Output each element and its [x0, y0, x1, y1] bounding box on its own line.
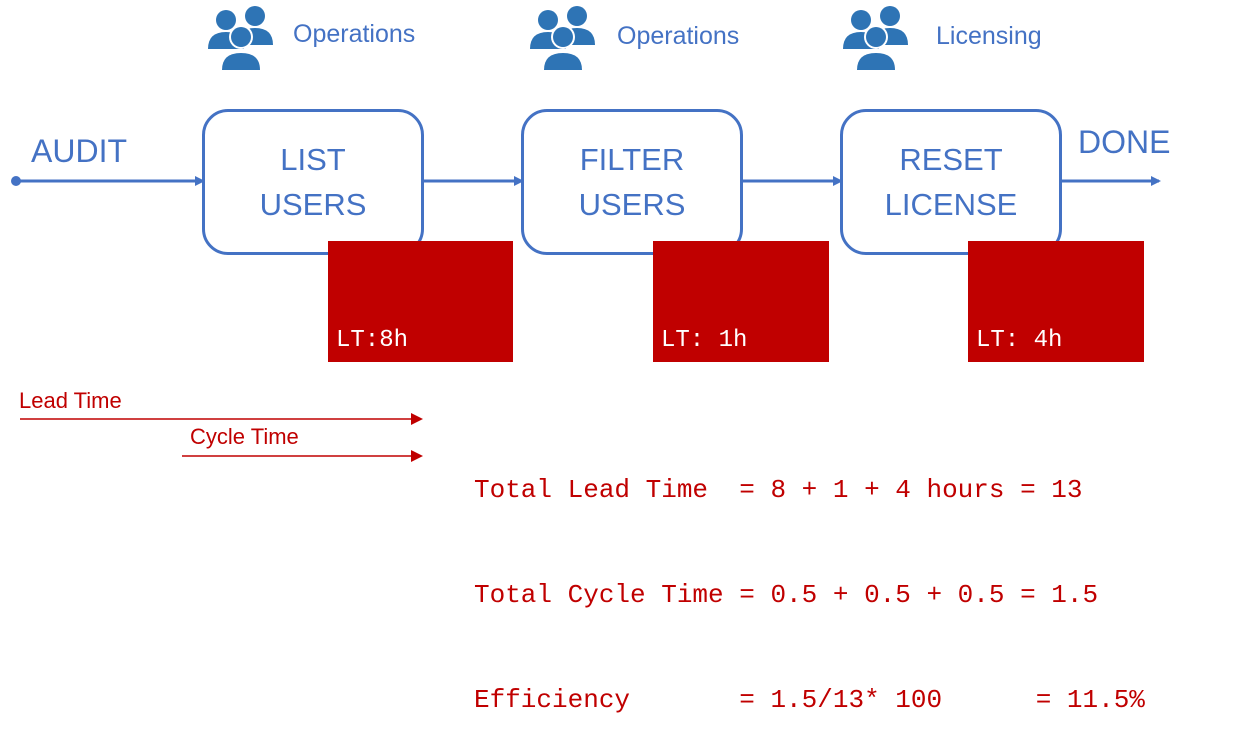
team-operations-1: [206, 3, 276, 78]
metric-lead-time: LT:8h: [336, 327, 409, 354]
metric-lead-time: LT: 4h: [976, 327, 1063, 354]
step-title-line1: RESET: [899, 142, 1003, 177]
step-title-line2: USERS: [259, 187, 367, 222]
summary-efficiency: Efficiency = 1.5/13* 100 = 11.5%: [474, 685, 1145, 715]
process-step-list-users: LIST USERS: [202, 109, 424, 255]
flow-start-label: AUDIT: [31, 133, 127, 169]
legend-lead-time: Lead Time: [19, 388, 122, 413]
flow-end-label: DONE: [1078, 124, 1171, 160]
summary-total-lead-time: Total Lead Time = 8 + 1 + 4 hours = 13: [474, 475, 1083, 505]
flow-connectors: [11, 176, 1161, 462]
people-group-icon: [530, 6, 595, 71]
summary-total-cycle-time: Total Cycle Time = 0.5 + 0.5 + 0.5 = 1.5: [474, 580, 1099, 610]
metric-cycle-time: CT: 0.5h: [976, 432, 1092, 459]
legend-cycle-time: Cycle Time: [190, 424, 299, 449]
metrics-list-users: LT:8h CT:0.5h %E:6.25%: [328, 241, 513, 564]
summary-calculations: Total Lead Time = 8 + 1 + 4 hours = 13 T…: [474, 403, 1145, 753]
team-operations-2: [528, 3, 598, 78]
step-title-line1: LIST: [280, 142, 346, 177]
step-title-line1: FILTER: [579, 142, 685, 177]
people-group-icon: [843, 6, 908, 71]
step-title-line2: USERS: [578, 187, 686, 222]
metric-cycle-time: CT: 0.5h: [661, 432, 777, 459]
metric-lead-time: LT: 1h: [661, 327, 748, 354]
process-step-reset-license: RESET LICENSE: [840, 109, 1062, 255]
team-label-licensing: Licensing: [936, 22, 1042, 50]
process-step-filter-users: FILTER USERS: [521, 109, 743, 255]
team-label-operations-1: Operations: [293, 20, 416, 48]
team-licensing: [841, 3, 911, 78]
step-title-line2: LICENSE: [884, 187, 1018, 222]
people-group-icon: [208, 6, 273, 71]
metrics-filter-users: LT: 1h CT: 0.5h %E: 50%: [653, 241, 829, 564]
metrics-reset-license: LT: 4h CT: 0.5h %E: 6.25%: [968, 241, 1144, 564]
team-label-operations-2: Operations: [617, 22, 740, 50]
metric-cycle-time: CT:0.5h: [336, 432, 437, 459]
